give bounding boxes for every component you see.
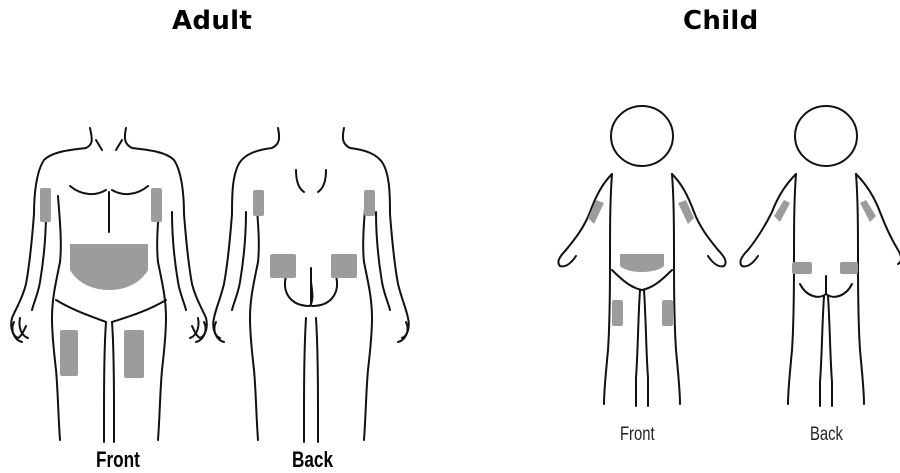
- adult-front-label: Front: [96, 447, 140, 473]
- child-back-label: Back: [810, 424, 843, 446]
- child-front-label: Front: [620, 424, 655, 446]
- child-back-left-buttock-site: [792, 262, 812, 274]
- child-back-right-buttock-site: [840, 262, 858, 274]
- child-back-right-arm-site: [860, 200, 876, 222]
- adult-back-label: Back: [292, 447, 333, 473]
